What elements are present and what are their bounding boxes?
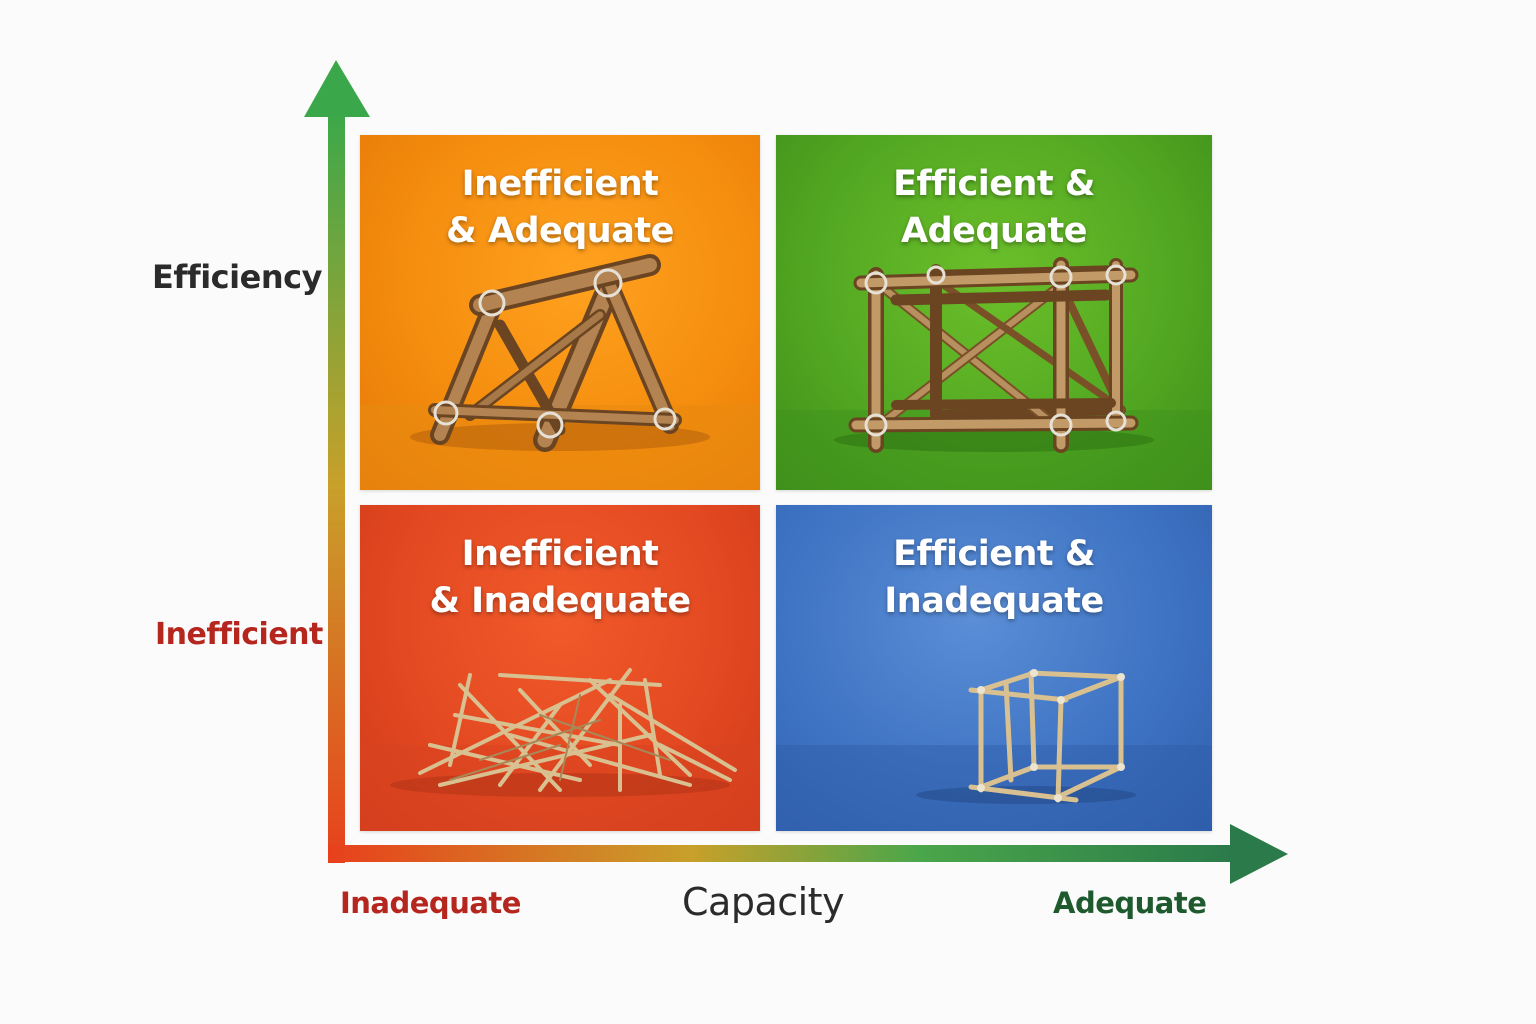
quadrant-title-line2: Adequate [776, 208, 1212, 255]
quadrant-title: Inefficient & Adequate [360, 161, 760, 255]
x-axis [328, 824, 1288, 884]
x-axis-title: Capacity [682, 880, 844, 924]
x-axis-high-label: Adequate [1053, 886, 1206, 920]
quadrant-title-line1: Inefficient [360, 531, 760, 578]
quadrant-title: Inefficient & Inadequate [360, 531, 760, 625]
quadrant-efficient-adequate: Efficient & Adequate [776, 135, 1212, 490]
y-axis-title: Efficiency [152, 258, 322, 296]
quadrant-title: Efficient & Adequate [776, 161, 1212, 255]
quadrant-title-line2: Inadequate [776, 578, 1212, 625]
x-axis-arrowhead-icon [1230, 824, 1288, 884]
quadrant-inefficient-adequate: Inefficient & Adequate [360, 135, 760, 490]
quadrant-title: Efficient & Inadequate [776, 531, 1212, 625]
quadrant-inefficient-inadequate: Inefficient & Inadequate [360, 505, 760, 831]
x-axis-low-label: Inadequate [340, 886, 521, 920]
quadrant-title-line1: Efficient & [776, 161, 1212, 208]
quadrant-title-line2: & Adequate [360, 208, 760, 255]
y-axis-low-label: Inefficient [155, 617, 323, 652]
quadrant-title-line1: Inefficient [360, 161, 760, 208]
quadrant-title-line2: & Inadequate [360, 578, 760, 625]
quadrant-efficient-inadequate: Efficient & Inadequate [776, 505, 1212, 831]
quadrant-title-line1: Efficient & [776, 531, 1212, 578]
y-axis-arrowhead-icon [304, 60, 370, 117]
